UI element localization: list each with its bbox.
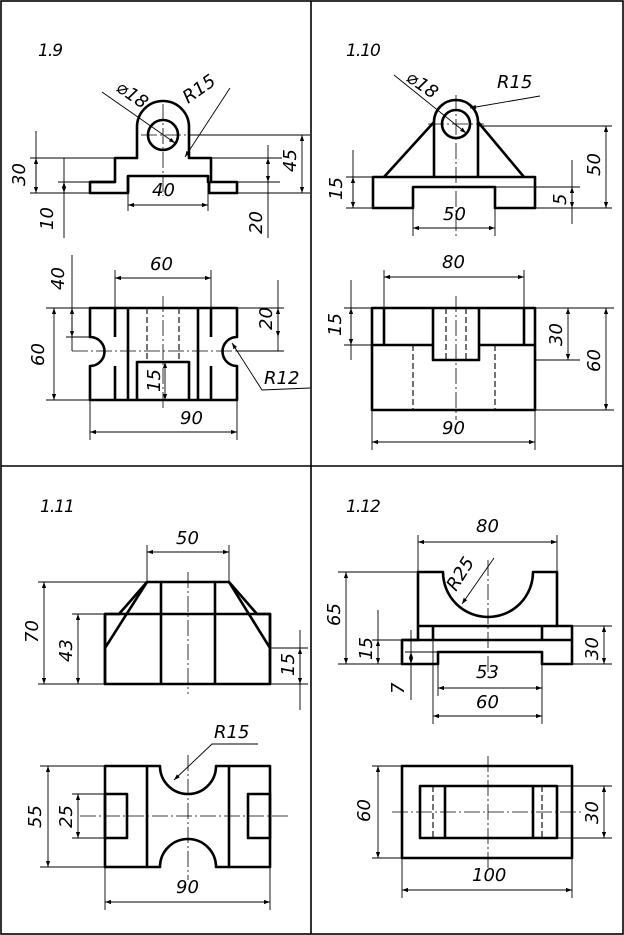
- dim-top-width: 50: [176, 528, 199, 549]
- dim-left-height: 15: [325, 313, 346, 336]
- dim-diameter: ⌀18: [402, 67, 442, 104]
- dim-height-right: 15: [278, 653, 299, 676]
- dim-flange-thick: 7: [388, 682, 409, 694]
- dim-height-inner: 25: [56, 805, 77, 828]
- dim-total-width: 100: [472, 865, 506, 886]
- front-view: ⌀18 R15 15 50 5 50: [326, 67, 612, 236]
- dim-inner-width: 60: [150, 254, 173, 275]
- dim-height-inner: 43: [56, 639, 77, 662]
- panel-1-10: 1.10 ⌀18 R15 15 50: [325, 41, 614, 450]
- dim-right-height: 20: [256, 307, 277, 330]
- dim-total-width: 90: [180, 408, 203, 429]
- dim-radius: R15: [497, 72, 532, 93]
- dim-total-width: 90: [176, 877, 199, 898]
- dim-height-total: 30: [9, 163, 30, 186]
- dim-base-width: 60: [476, 692, 499, 713]
- panel-label: 1.12: [346, 497, 380, 517]
- dim-slot-depth: 15: [144, 369, 165, 392]
- dim-base-right: 20: [246, 211, 267, 234]
- front-view: 80 R25 65 15 7 30: [324, 516, 612, 724]
- dim-radius: R25: [442, 553, 479, 594]
- dim-height-total: 60: [354, 799, 375, 822]
- dim-height-total: 65: [324, 603, 345, 626]
- top-view: 80 15 30 60 90: [325, 252, 614, 450]
- panel-1-11: 1.11 50 70 43: [22, 497, 308, 910]
- dim-slot-depth: 5: [550, 194, 571, 205]
- dim-height-right: 30: [582, 801, 603, 824]
- panel-1-9: 1.9 ⌀18 R15 30 10: [9, 41, 311, 440]
- top-view: 60 30 100: [354, 756, 612, 898]
- dim-height-right: 30: [582, 637, 603, 660]
- dim-top-width: 80: [442, 252, 465, 273]
- dim-radius: R15: [214, 722, 249, 743]
- dim-total-width: 90: [442, 418, 465, 439]
- panel-label: 1.10: [346, 41, 380, 61]
- dim-base-width: 40: [152, 180, 175, 201]
- top-view: 60 40 60 20 R12 15: [28, 254, 311, 440]
- dim-height-left: 15: [326, 177, 347, 200]
- panel-1-12: 1.12 80 R25 65 15: [324, 497, 612, 898]
- dim-left-height: 60: [28, 343, 49, 366]
- dim-right-total: 60: [584, 349, 605, 372]
- dim-right-inner: 30: [546, 323, 567, 346]
- front-view: ⌀18 R15 30 10 45 20: [9, 71, 310, 238]
- panel-label: 1.9: [38, 41, 62, 61]
- dim-notch-radius: R12: [264, 368, 299, 389]
- dim-height-total: 70: [22, 620, 43, 643]
- dim-inner-width: 53: [476, 662, 499, 683]
- panel-label: 1.11: [40, 497, 74, 517]
- dim-slot-width: 50: [443, 204, 466, 225]
- dim-base-thickness: 10: [37, 207, 58, 230]
- dim-height-flange: 15: [356, 637, 377, 660]
- dim-height-right: 50: [584, 153, 605, 176]
- dim-left-offset: 40: [48, 267, 69, 290]
- dim-height-right: 45: [280, 149, 301, 172]
- dim-height-total: 55: [25, 805, 46, 828]
- dim-radius: R15: [179, 71, 220, 109]
- dim-top-width: 80: [476, 516, 499, 537]
- top-view: R15 55 25 90: [25, 722, 290, 910]
- front-view: 50 70 43 15: [22, 528, 308, 710]
